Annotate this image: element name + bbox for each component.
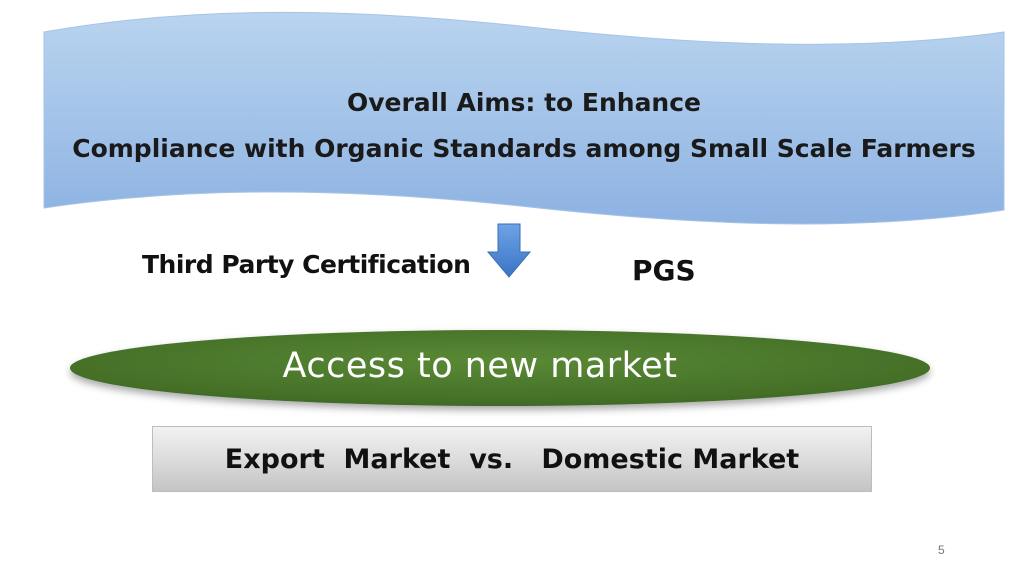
wave-banner-shape — [43, 11, 1005, 225]
wave-banner — [43, 11, 1005, 225]
market-comparison-text: Export Market vs. Domestic Market — [224, 443, 800, 475]
market-access-ellipse — [70, 330, 930, 406]
page-number: 5 — [938, 543, 945, 557]
access-market-text: Access to new market — [282, 346, 678, 386]
aims-heading: Overall Aims: to Enhance — [346, 88, 702, 117]
pgs-label: PGS — [632, 254, 696, 287]
market-comparison-box: Export Market vs. Domestic Market — [152, 426, 872, 492]
third-party-certification-label: Third Party Certification — [142, 250, 471, 279]
down-arrow-icon — [486, 223, 532, 278]
aims-subheading: Compliance with Organic Standards among … — [72, 134, 976, 163]
